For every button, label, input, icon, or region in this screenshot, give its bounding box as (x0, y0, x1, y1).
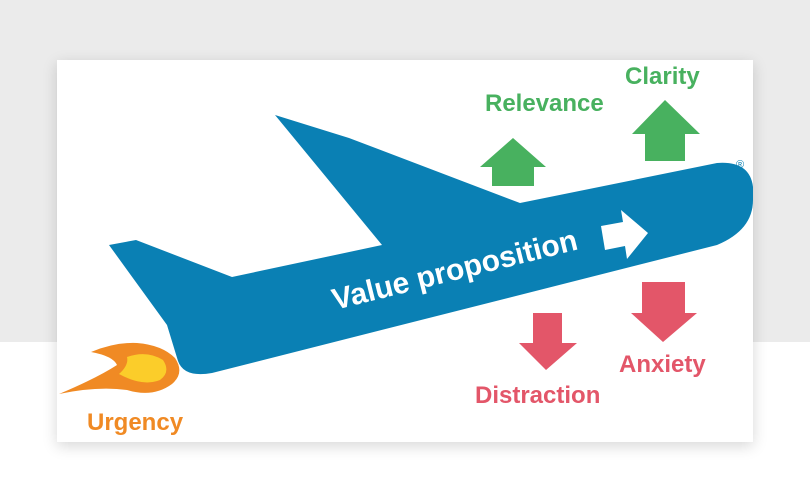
plane-diagram: Value proposition ® Relevance Clarity Di… (59, 63, 753, 436)
anxiety-down-arrow-icon (631, 282, 697, 342)
clarity-up-arrow-icon (632, 100, 700, 161)
clarity-label: Clarity (625, 63, 700, 90)
distraction-label: Distraction (475, 382, 600, 409)
registered-mark: ® (736, 159, 744, 171)
forward-arrow-icon (601, 210, 648, 259)
anxiety-label: Anxiety (619, 351, 706, 378)
flame-core-icon (119, 354, 167, 383)
plane-shape (109, 115, 753, 375)
relevance-label: Relevance (485, 90, 604, 117)
urgency-label: Urgency (87, 409, 184, 436)
distraction-down-arrow-icon (519, 313, 577, 370)
relevance-up-arrow-icon (480, 138, 546, 186)
diagram-card: Value proposition ® Relevance Clarity Di… (57, 60, 753, 442)
